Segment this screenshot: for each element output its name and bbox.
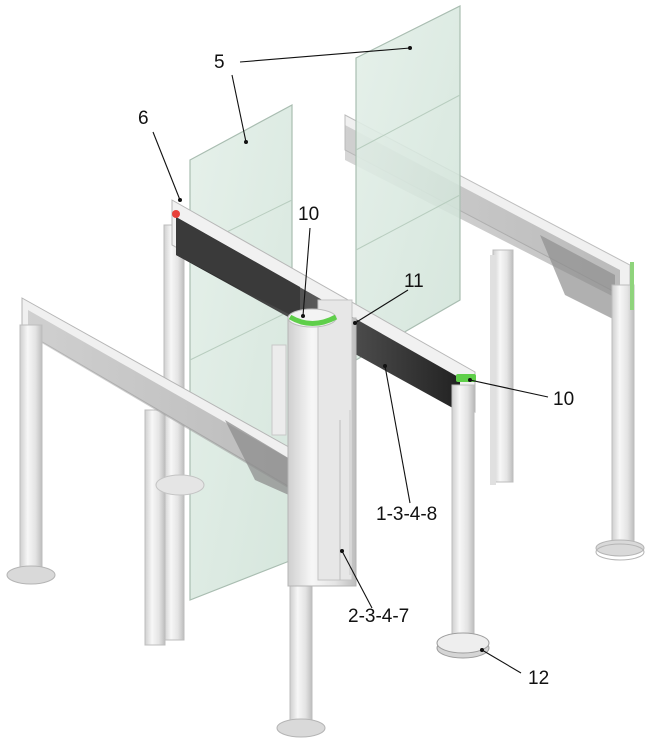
callout-6: 6 xyxy=(138,108,149,129)
callout-10-right: 10 xyxy=(553,389,574,410)
front-right-post xyxy=(436,384,490,659)
callout-5: 5 xyxy=(214,52,225,73)
callout-2-3-4-7: 2-3-4-7 xyxy=(348,606,409,627)
callout-leaders xyxy=(152,46,549,674)
callout-1-3-4-8: 1-3-4-8 xyxy=(376,504,437,525)
glass-panel-rear xyxy=(355,5,461,362)
callout-labels: 5 6 10 11 10 1-3-4-8 2-3-4-7 12 xyxy=(138,52,574,689)
callout-11: 11 xyxy=(404,271,424,292)
callout-12: 12 xyxy=(528,668,549,689)
central-pedestal xyxy=(271,299,357,587)
callout-10-left: 10 xyxy=(298,204,319,225)
